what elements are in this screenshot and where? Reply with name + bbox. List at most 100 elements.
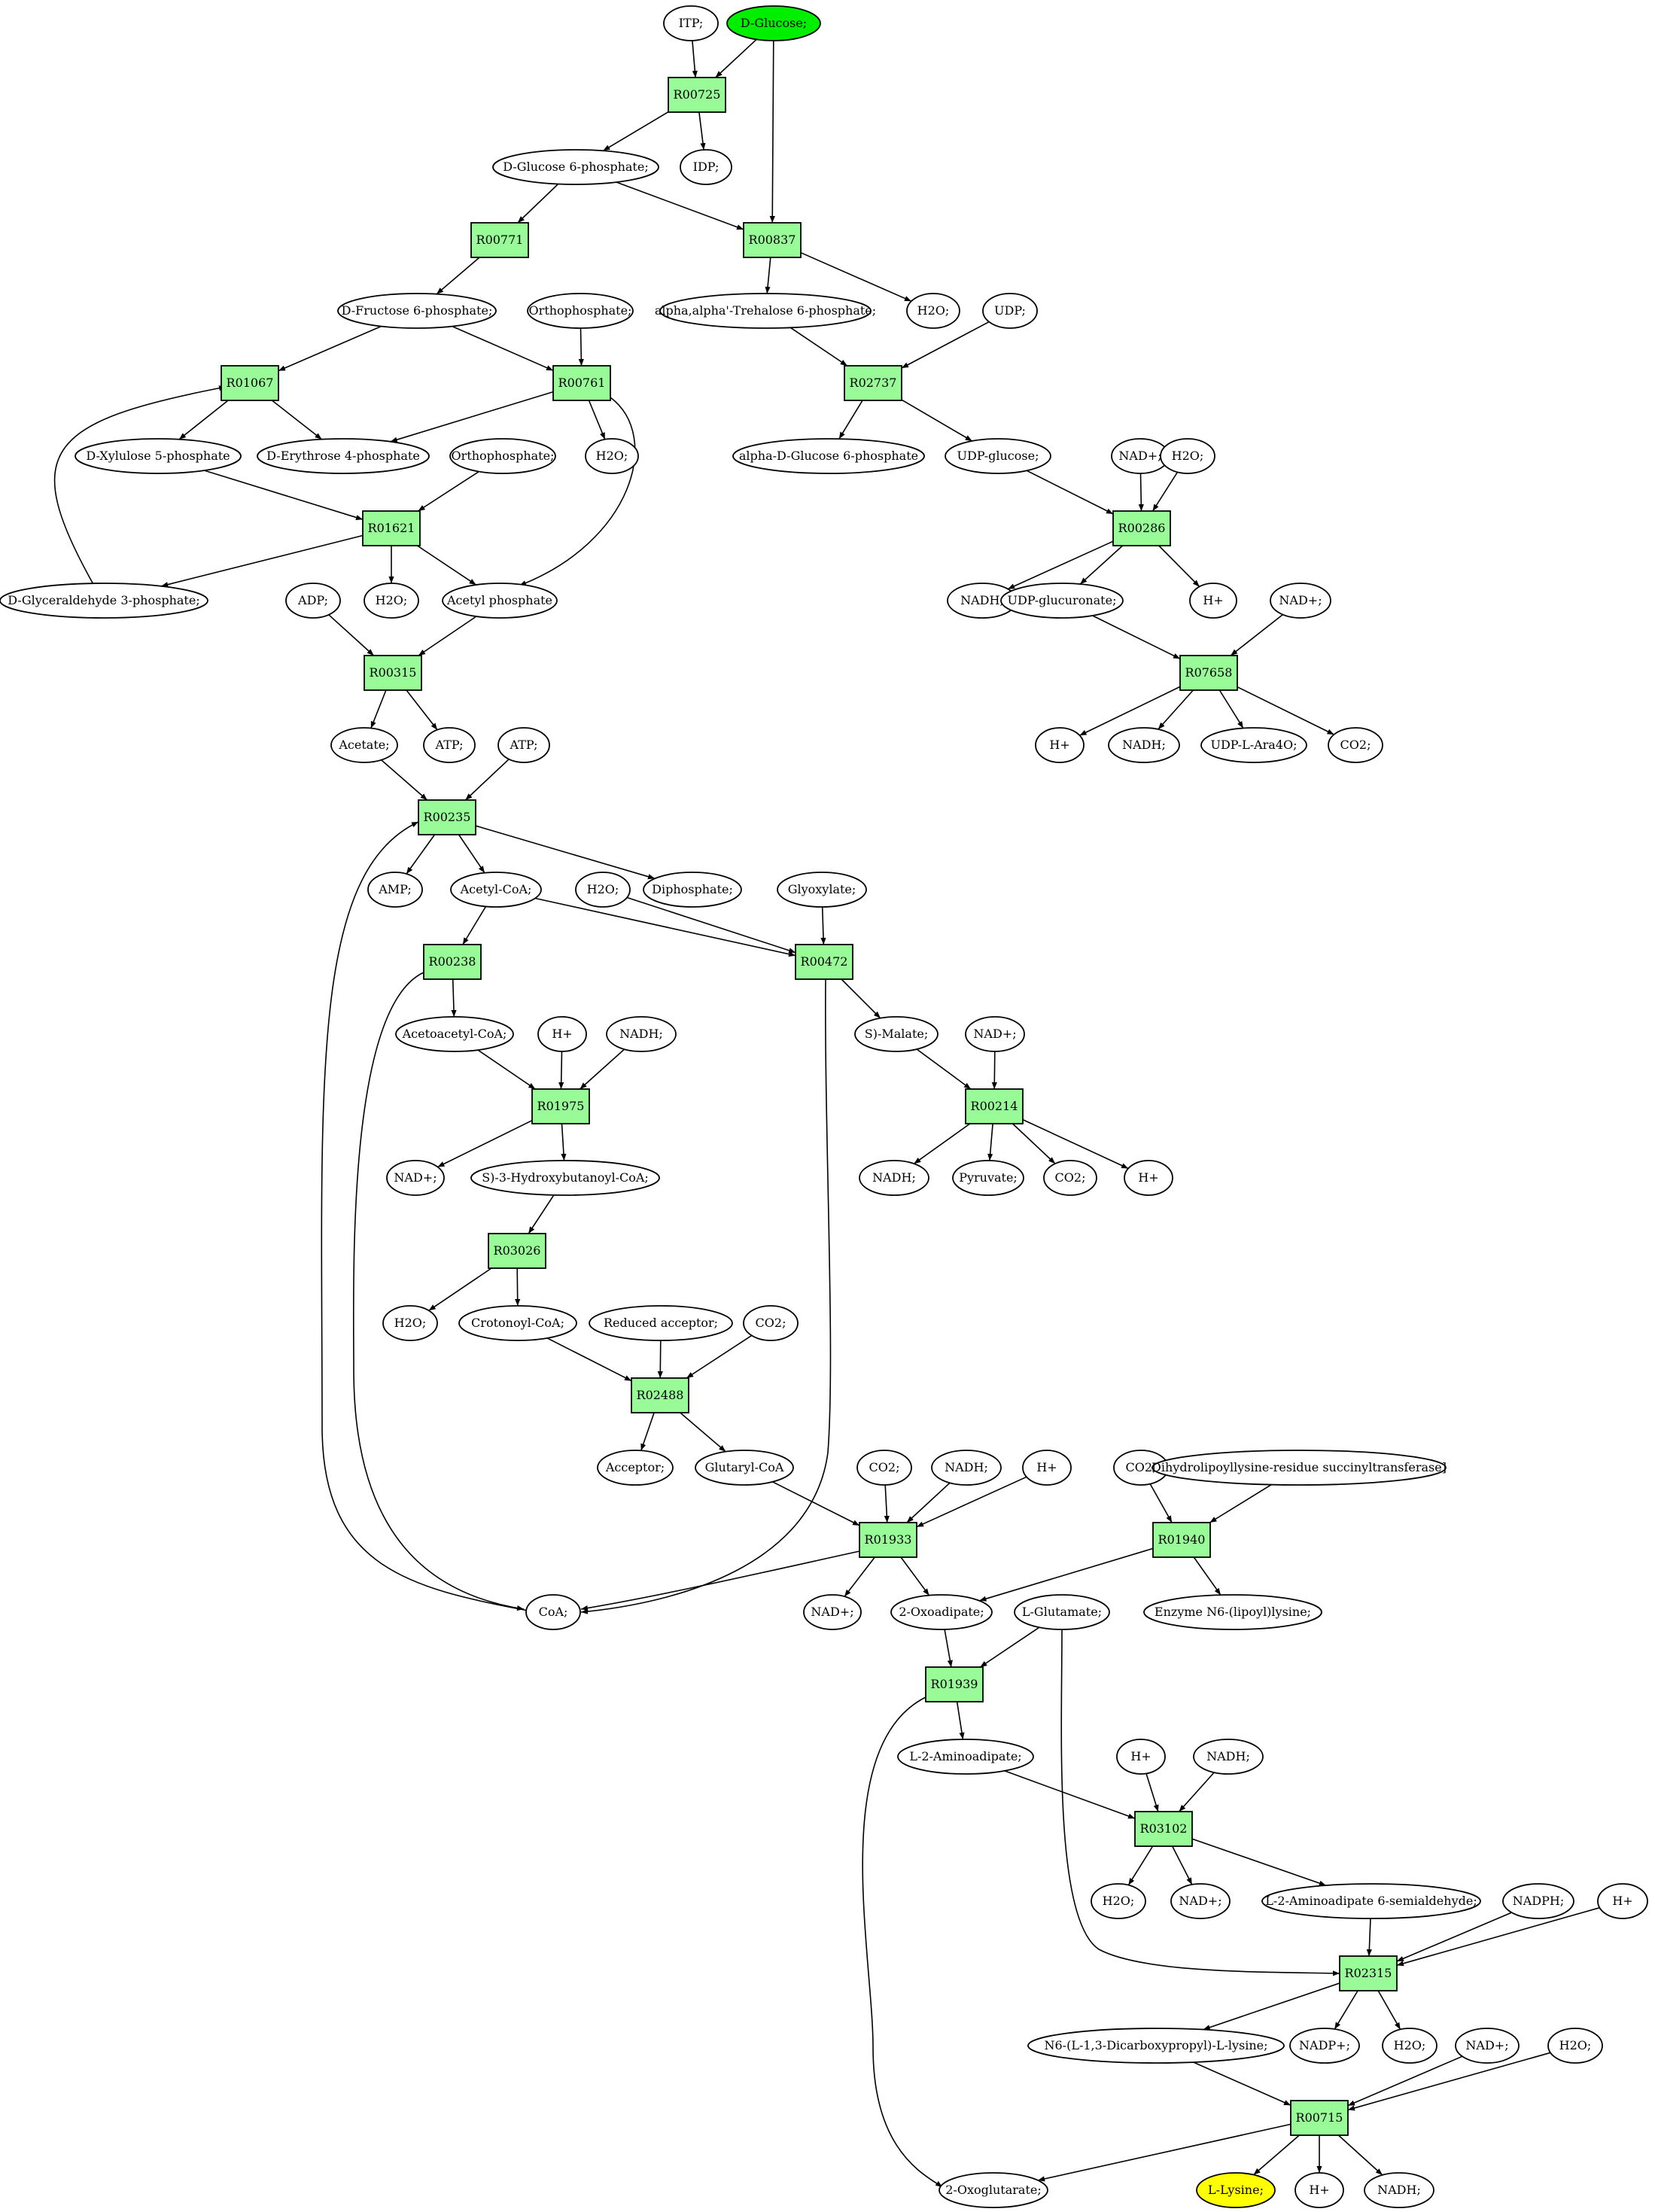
reaction-node-R01975[interactable]: R01975 — [531, 1088, 590, 1124]
metabolite-node-nadh_d[interactable]: NADH; — [859, 1160, 929, 1196]
metabolite-node-nadh_a[interactable]: NADH; — [947, 583, 1018, 619]
reaction-node-R01067[interactable]: R01067 — [221, 365, 279, 401]
metabolite-node-acc[interactable]: Acceptor; — [597, 1450, 674, 1486]
metabolite-node-h2o_a[interactable]: H2O; — [906, 293, 960, 329]
reaction-node-R00214[interactable]: R00214 — [965, 1088, 1024, 1124]
metabolite-node-adg6p[interactable]: alpha-D-Glucose 6-phosphate — [732, 438, 925, 474]
metabolite-node-nad_f[interactable]: NAD+; — [1170, 1883, 1231, 1919]
metabolite-node-nad_e[interactable]: NAD+; — [803, 1594, 862, 1630]
reaction-node-R01940[interactable]: R01940 — [1152, 1522, 1211, 1558]
metabolite-node-nad_g[interactable]: NAD+; — [1455, 2028, 1520, 2064]
metabolite-node-acetate[interactable]: Acetate; — [330, 727, 398, 763]
metabolite-node-co2_a[interactable]: CO2; — [1328, 727, 1383, 763]
metabolite-node-xu5p[interactable]: D-Xylulose 5-phosphate — [75, 438, 242, 474]
metabolite-node-h_b[interactable]: H+ — [1035, 727, 1085, 763]
metabolite-node-h_d[interactable]: H+ — [1124, 1160, 1173, 1196]
metabolite-node-pi2[interactable]: Orthophosphate; — [449, 438, 556, 474]
metabolite-node-idp[interactable]: IDP; — [680, 149, 732, 185]
reaction-node-R00235[interactable]: R00235 — [418, 799, 476, 835]
metabolite-node-glyox[interactable]: Glyoxylate; — [777, 872, 867, 908]
metabolite-node-glutcoa[interactable]: Glutaryl-CoA — [695, 1450, 794, 1486]
metabolite-node-llys[interactable]: L-Lysine; — [1196, 2172, 1276, 2208]
metabolite-node-nad_c[interactable]: NAD+; — [965, 1016, 1025, 1052]
metabolite-node-nad_a[interactable]: NAD+; — [1111, 438, 1170, 474]
metabolite-node-udpglc[interactable]: UDP-glucose; — [945, 438, 1051, 474]
reaction-node-R03026[interactable]: R03026 — [488, 1233, 546, 1269]
metabolite-node-smal[interactable]: S)-Malate; — [854, 1016, 939, 1052]
metabolite-node-udpara[interactable]: UDP-L-Ara4O; — [1200, 727, 1307, 763]
metabolite-node-accoa[interactable]: Acetyl-CoA; — [450, 872, 542, 908]
reaction-node-R00837[interactable]: R00837 — [743, 222, 802, 258]
reaction-node-R01621[interactable]: R01621 — [362, 510, 421, 546]
metabolite-node-glc[interactable]: D-Glucose; — [726, 5, 821, 41]
reaction-node-R01933[interactable]: R01933 — [859, 1522, 917, 1558]
metabolite-node-aacoa[interactable]: Acetoacetyl-CoA; — [395, 1016, 514, 1052]
reaction-node-R02315[interactable]: R02315 — [1339, 1955, 1398, 1991]
reaction-node-R00315[interactable]: R00315 — [364, 655, 422, 691]
metabolite-node-nadh_e[interactable]: NADH; — [931, 1450, 1002, 1486]
metabolite-node-adp[interactable]: ADP; — [285, 583, 341, 619]
metabolite-node-e4p[interactable]: D-Erythrose 4-phosphate — [257, 438, 430, 474]
reaction-node-R02488[interactable]: R02488 — [631, 1377, 689, 1413]
reaction-node-R00771[interactable]: R00771 — [470, 222, 529, 258]
metabolite-node-acp[interactable]: Acetyl phosphate — [442, 583, 558, 619]
metabolite-node-h2o_e[interactable]: H2O; — [575, 872, 631, 908]
metabolite-node-nad_d[interactable]: NAD+; — [386, 1160, 445, 1196]
metabolite-node-redacc[interactable]: Reduced acceptor; — [589, 1305, 733, 1341]
metabolite-node-h_c[interactable]: H+ — [537, 1016, 587, 1052]
metabolite-node-g6p[interactable]: D-Glucose 6-phosphate; — [492, 149, 659, 185]
metabolite-node-h2o_g[interactable]: H2O; — [1091, 1883, 1146, 1919]
metabolite-node-co2_c[interactable]: CO2; — [743, 1305, 799, 1341]
metabolite-node-f6p[interactable]: D-Fructose 6-phosphate; — [337, 293, 497, 329]
metabolite-node-itp1[interactable]: ITP; — [663, 5, 719, 41]
metabolite-node-nadph[interactable]: NADPH; — [1502, 1883, 1574, 1919]
reaction-node-R01939[interactable]: R01939 — [925, 1666, 984, 1702]
metabolite-node-h2o_f[interactable]: H2O; — [382, 1305, 438, 1341]
metabolite-node-atp_b[interactable]: ATP; — [497, 727, 550, 763]
metabolite-node-ppi[interactable]: Diphosphate; — [643, 872, 742, 908]
metabolite-node-dhlst[interactable]: Dihydrolipoyllysine-residue succinyltran… — [1152, 1450, 1447, 1486]
metabolite-node-tre6p[interactable]: alpha,alpha'-Trehalose 6-phosphate; — [655, 293, 876, 329]
reaction-node-R00715[interactable]: R00715 — [1290, 2100, 1349, 2136]
metabolite-node-pyr[interactable]: Pyruvate; — [952, 1160, 1024, 1196]
reaction-node-R00472[interactable]: R00472 — [795, 944, 853, 980]
metabolite-node-l2aasa[interactable]: L-2-Aminoadipate 6-semialdehyde; — [1261, 1883, 1481, 1919]
metabolite-node-lipoyl[interactable]: Enzyme N6-(lipoyl)lysine; — [1143, 1594, 1322, 1630]
metabolite-node-oxoglut[interactable]: 2-Oxoglutarate; — [939, 2172, 1048, 2208]
metabolite-node-atp_a[interactable]: ATP; — [423, 727, 476, 763]
metabolite-node-nadh_b[interactable]: NADH; — [1108, 727, 1180, 763]
metabolite-node-nadh_g[interactable]: NADH; — [1364, 2172, 1434, 2208]
metabolite-node-nad_b[interactable]: NAD+; — [1270, 583, 1331, 619]
reaction-node-R07658[interactable]: R07658 — [1179, 655, 1238, 691]
reaction-node-R02737[interactable]: R02737 — [844, 365, 902, 401]
metabolite-node-udpglcur[interactable]: UDP-glucuronate; — [1000, 583, 1124, 619]
metabolite-node-h_e[interactable]: H+ — [1022, 1450, 1072, 1486]
reaction-node-R00238[interactable]: R00238 — [423, 944, 482, 980]
metabolite-node-l2aa[interactable]: L-2-Aminoadipate; — [897, 1739, 1034, 1775]
metabolite-node-co2_e[interactable]: CO2; — [1113, 1450, 1169, 1486]
metabolite-node-lglu[interactable]: L-Glutamate; — [1014, 1594, 1110, 1630]
metabolite-node-gap[interactable]: D-Glyceraldehyde 3-phosphate; — [0, 583, 208, 619]
metabolite-node-nadh_f[interactable]: NADH; — [1193, 1739, 1264, 1775]
metabolite-node-h_h[interactable]: H+ — [1294, 2172, 1344, 2208]
metabolite-node-co2_b[interactable]: CO2; — [1043, 1160, 1097, 1196]
metabolite-node-h2o_d[interactable]: H2O; — [364, 583, 419, 619]
metabolite-node-oxoad[interactable]: 2-Oxoadipate; — [890, 1594, 993, 1630]
reaction-node-R03102[interactable]: R03102 — [1134, 1811, 1193, 1847]
reaction-node-R00286[interactable]: R00286 — [1112, 510, 1171, 546]
metabolite-node-h_f[interactable]: H+ — [1116, 1739, 1166, 1775]
metabolite-node-saccharopine[interactable]: N6-(L-1,3-Dicarboxypropyl)-L-lysine; — [1027, 2028, 1285, 2064]
metabolite-node-h2o_h[interactable]: H2O; — [1382, 2028, 1437, 2064]
metabolite-node-crot[interactable]: Crotonoyl-CoA; — [458, 1305, 577, 1341]
metabolite-node-h_a[interactable]: H+ — [1189, 583, 1237, 619]
metabolite-node-pi1[interactable]: Orthophosphate; — [527, 293, 634, 329]
metabolite-node-udp[interactable]: UDP; — [982, 293, 1038, 329]
reaction-node-R00725[interactable]: R00725 — [668, 77, 726, 113]
metabolite-node-h2o_c[interactable]: H2O; — [1160, 438, 1215, 474]
metabolite-node-nadp[interactable]: NADP+; — [1289, 2028, 1360, 2064]
metabolite-node-co2_d[interactable]: CO2; — [856, 1450, 912, 1486]
metabolite-node-hbcoa[interactable]: S)-3-Hydroxybutanoyl-CoA; — [470, 1160, 660, 1196]
reaction-node-R00761[interactable]: R00761 — [552, 365, 611, 401]
metabolite-node-nadh_c[interactable]: NADH; — [606, 1016, 677, 1052]
metabolite-node-coa[interactable]: CoA; — [525, 1594, 581, 1630]
